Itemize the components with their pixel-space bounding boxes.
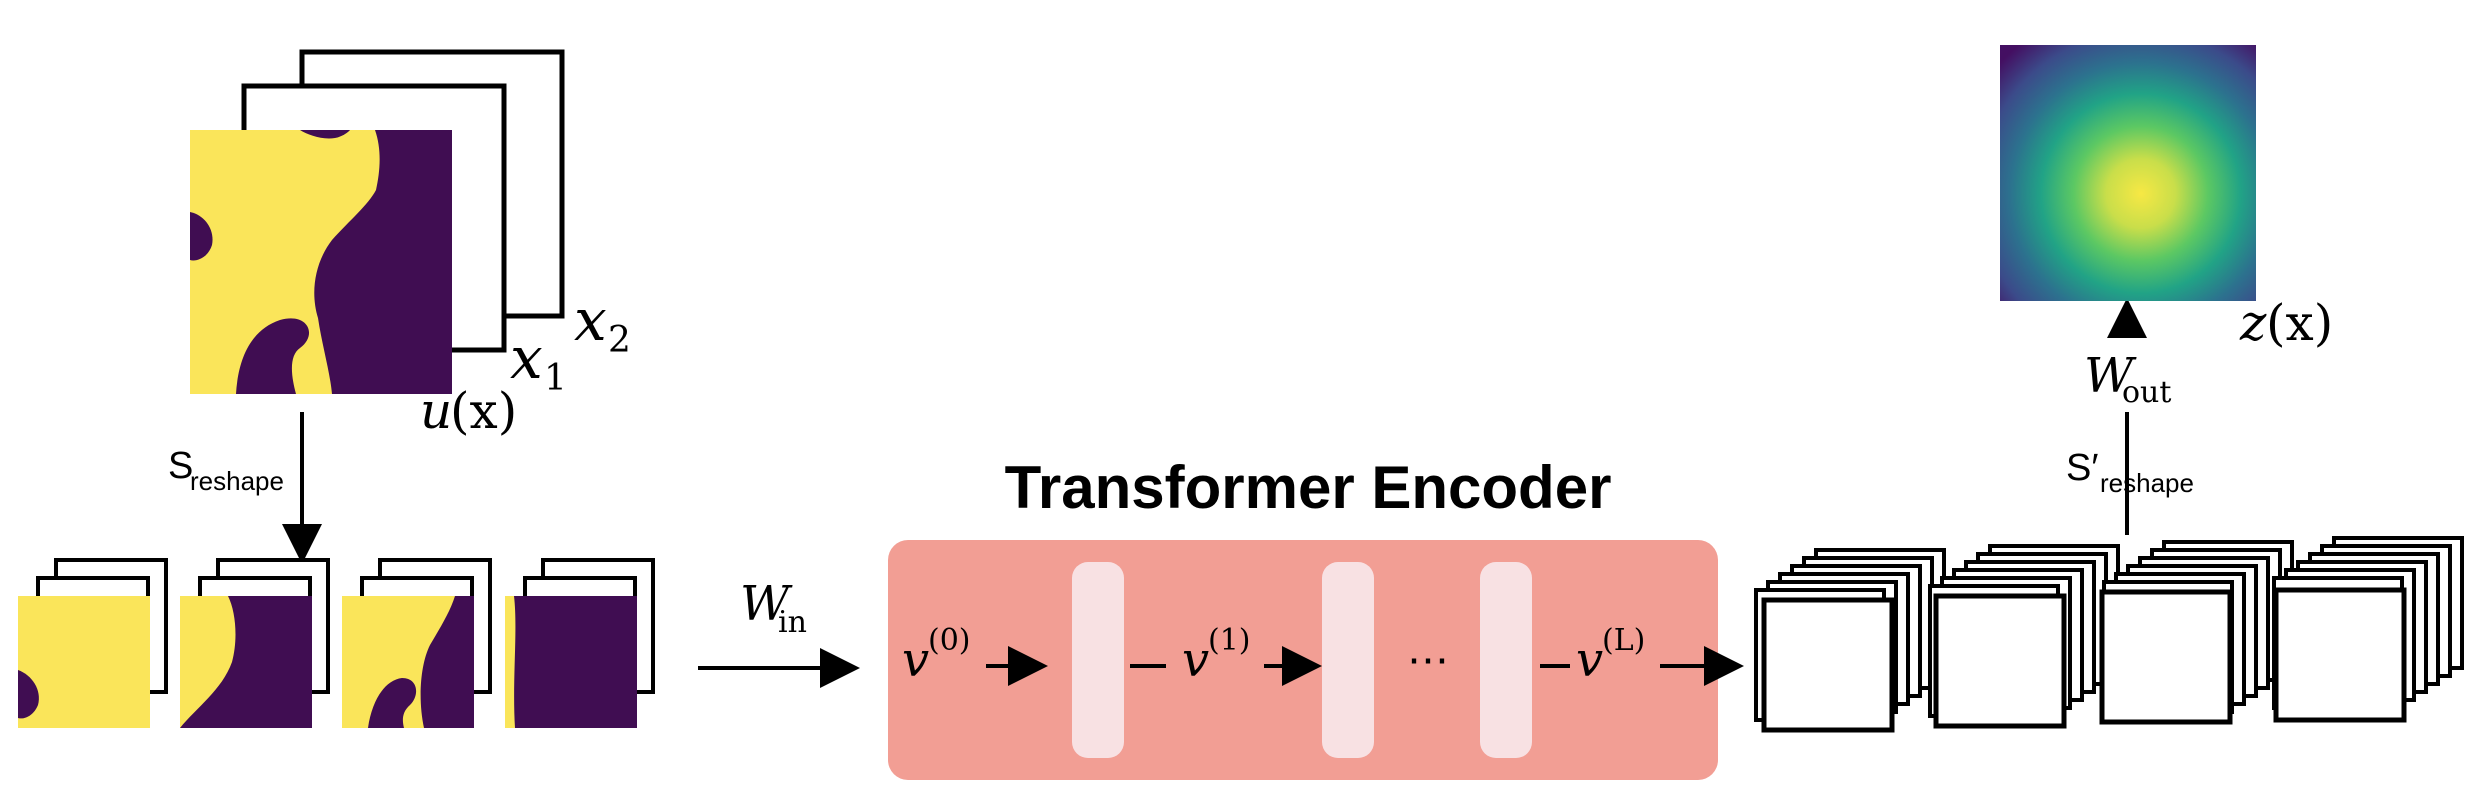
svg-text:(x): (x)	[2266, 294, 2333, 352]
svg-text:(1): (1)	[1208, 623, 1251, 658]
svg-text:(0): (0)	[928, 623, 971, 658]
label-u-of-x: u (x)	[420, 382, 517, 440]
label-s-prime-reshape: S′	[2066, 447, 2098, 489]
svg-text:x: x	[510, 324, 543, 392]
label-w-out-sub: out	[2122, 375, 2171, 410]
label-x2: x 2	[574, 286, 631, 361]
svg-text:1: 1	[544, 358, 567, 399]
output-stack-2	[1928, 544, 2120, 729]
patch-tokens	[18, 558, 655, 728]
token-v1: v (1)	[1182, 623, 1251, 688]
transformer-encoder: Transformer Encoder v (0) v (1) ⋯ v (L)	[888, 454, 1744, 780]
svg-text:u: u	[420, 382, 452, 440]
svg-text:x: x	[574, 286, 607, 354]
output-stack-3	[2099, 540, 2294, 725]
output-projection: S′ reshape W out	[2066, 298, 2194, 535]
input-field-image	[190, 130, 452, 394]
svg-text:(L): (L)	[1602, 623, 1645, 658]
token-vL: v (L)	[1576, 623, 1645, 688]
output-stack-4	[2272, 536, 2464, 723]
label-w-in: W	[740, 576, 793, 632]
patch-token-3	[342, 558, 492, 728]
token-v0: v (0)	[902, 623, 971, 688]
patch-token-4	[505, 558, 655, 728]
output-field: z (x)	[2000, 45, 2333, 352]
output-field-image	[2000, 45, 2256, 301]
label-s-reshape: S	[168, 445, 193, 487]
label-w-in-sub: in	[778, 605, 807, 640]
label-x1: x 1	[510, 324, 567, 399]
input-field-stack: x 2 x 1 u (x)	[190, 49, 631, 440]
output-token-stacks	[1754, 536, 2464, 733]
svg-text:z: z	[2239, 294, 2267, 352]
w-in-arrow-group: W in	[698, 576, 860, 688]
encoder-block-3	[1480, 562, 1532, 758]
label-s-reshape-sub: reshape	[190, 466, 284, 496]
svg-text:v: v	[1576, 632, 1603, 688]
reshape-arrow-group: S reshape	[168, 412, 322, 564]
svg-text:v: v	[902, 632, 929, 688]
svg-text:2: 2	[608, 320, 631, 361]
output-stack-1	[1754, 548, 1946, 733]
label-w-out: W	[2084, 348, 2137, 404]
ellipsis: ⋯	[1407, 635, 1449, 684]
label-z-of-x: z (x)	[2239, 294, 2333, 352]
encoder-block-1	[1072, 562, 1124, 758]
encoder-title: Transformer Encoder	[1005, 454, 1612, 521]
svg-text:(x): (x)	[450, 382, 517, 440]
svg-text:v: v	[1182, 632, 1209, 688]
patch-token-2	[180, 558, 330, 728]
encoder-block-2	[1322, 562, 1374, 758]
patch-token-1	[18, 558, 168, 728]
label-s-prime-reshape-sub: reshape	[2100, 468, 2194, 498]
